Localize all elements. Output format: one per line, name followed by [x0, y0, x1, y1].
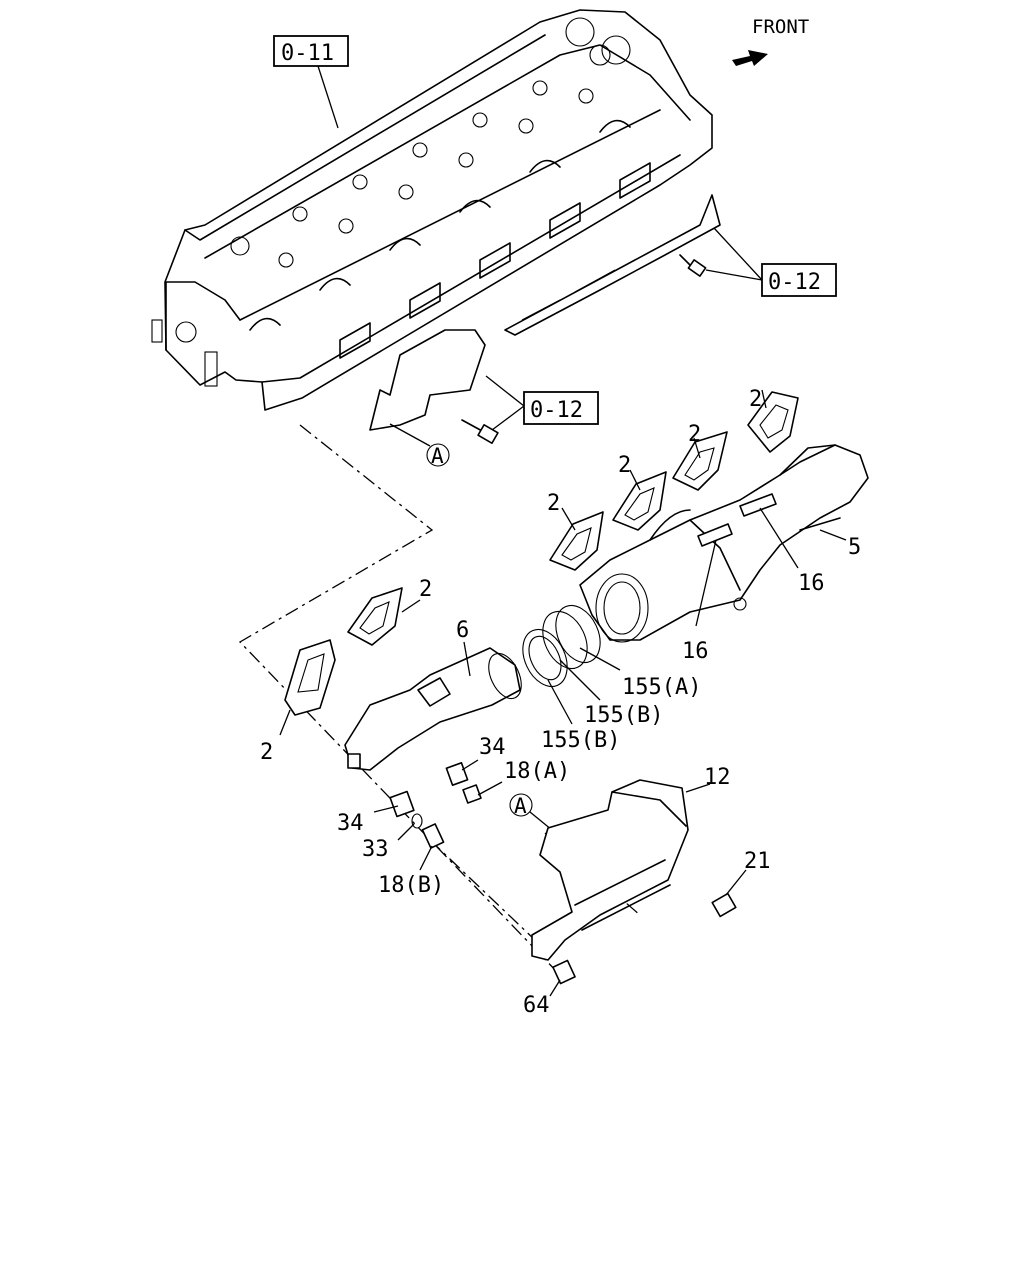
plug-34-b [389, 790, 415, 818]
gasket-2-d [549, 511, 604, 571]
callout-gasket-3: 2 [618, 453, 631, 478]
callout-washer: 33 [362, 837, 389, 862]
front-indicator: FRONT [732, 16, 809, 66]
stud-16-a [739, 493, 777, 517]
callout-stud-2: 16 [682, 639, 709, 664]
callout-front-manifold: 5 [848, 535, 861, 560]
callout-seal-a: 155(A) [622, 675, 701, 700]
callout-bolt: 21 [744, 849, 771, 874]
center-line-2 [429, 839, 536, 941]
callout-gasket-2: 2 [688, 422, 701, 447]
ref-box-cylinder-head: 0-11 [273, 35, 349, 129]
ref-box-stud-lower-label: 0-12 [530, 398, 583, 423]
callout-gasket-4: 2 [547, 491, 560, 516]
callout-labels: 2 2 2 2 2 2 5 6 16 16 155(A) 155(B) 155(… [260, 387, 861, 1018]
fitting-18a [462, 784, 482, 804]
ref-box-stud-upper: 0-12 [705, 227, 837, 297]
stud-upper [679, 254, 707, 277]
callout-stud-1: 16 [798, 571, 825, 596]
leader-lines [279, 389, 847, 997]
gasket-plate [369, 329, 486, 431]
callout-seal-b2: 155(B) [541, 728, 620, 753]
callout-gasket-5: 2 [419, 577, 432, 602]
circle-ref-a-2: A [509, 793, 553, 831]
gasket-2-b [672, 431, 728, 491]
gasket-2-f [284, 639, 336, 716]
callout-heat-shield: 12 [704, 765, 731, 790]
stud-16-b [697, 523, 733, 547]
callout-fitting-a: 18(A) [504, 759, 570, 784]
arrow-icon [732, 50, 768, 66]
callout-fitting-b: 18(B) [378, 873, 444, 898]
callout-gasket-1: 2 [749, 387, 762, 412]
callout-plug-2: 34 [337, 811, 364, 836]
circle-ref-a-1: A [389, 423, 450, 468]
seal-rings [522, 604, 601, 688]
cylinder-head [151, 9, 713, 411]
gasket-2-e [347, 587, 403, 646]
manifold-gasket-upper [504, 194, 721, 336]
circle-ref-a-2-label: A [514, 794, 527, 818]
callout-rear-manifold: 6 [456, 618, 469, 643]
stud-lower [461, 419, 499, 444]
heat-shield [531, 779, 689, 961]
callout-plug-1: 34 [479, 735, 506, 760]
ref-box-stud-upper-label: 0-12 [768, 270, 821, 295]
ref-box-cylinder-head-label: 0-11 [281, 41, 334, 66]
rear-exhaust-manifold [344, 647, 522, 771]
washer-33 [411, 813, 423, 829]
callout-seal-b1: 155(B) [584, 703, 663, 728]
nut-64 [552, 959, 576, 985]
circle-ref-a-1-label: A [431, 444, 444, 468]
callout-nut: 64 [523, 993, 550, 1018]
callout-gasket-6: 2 [260, 740, 273, 765]
plug-34-a [445, 762, 469, 786]
gasket-2-a [747, 391, 799, 453]
fitting-18b [421, 823, 445, 849]
bolt-21 [711, 892, 737, 918]
front-label: FRONT [752, 16, 809, 38]
front-exhaust-manifold [579, 444, 869, 643]
ref-box-stud-lower: 0-12 [485, 375, 599, 431]
gasket-2-c [612, 471, 667, 531]
